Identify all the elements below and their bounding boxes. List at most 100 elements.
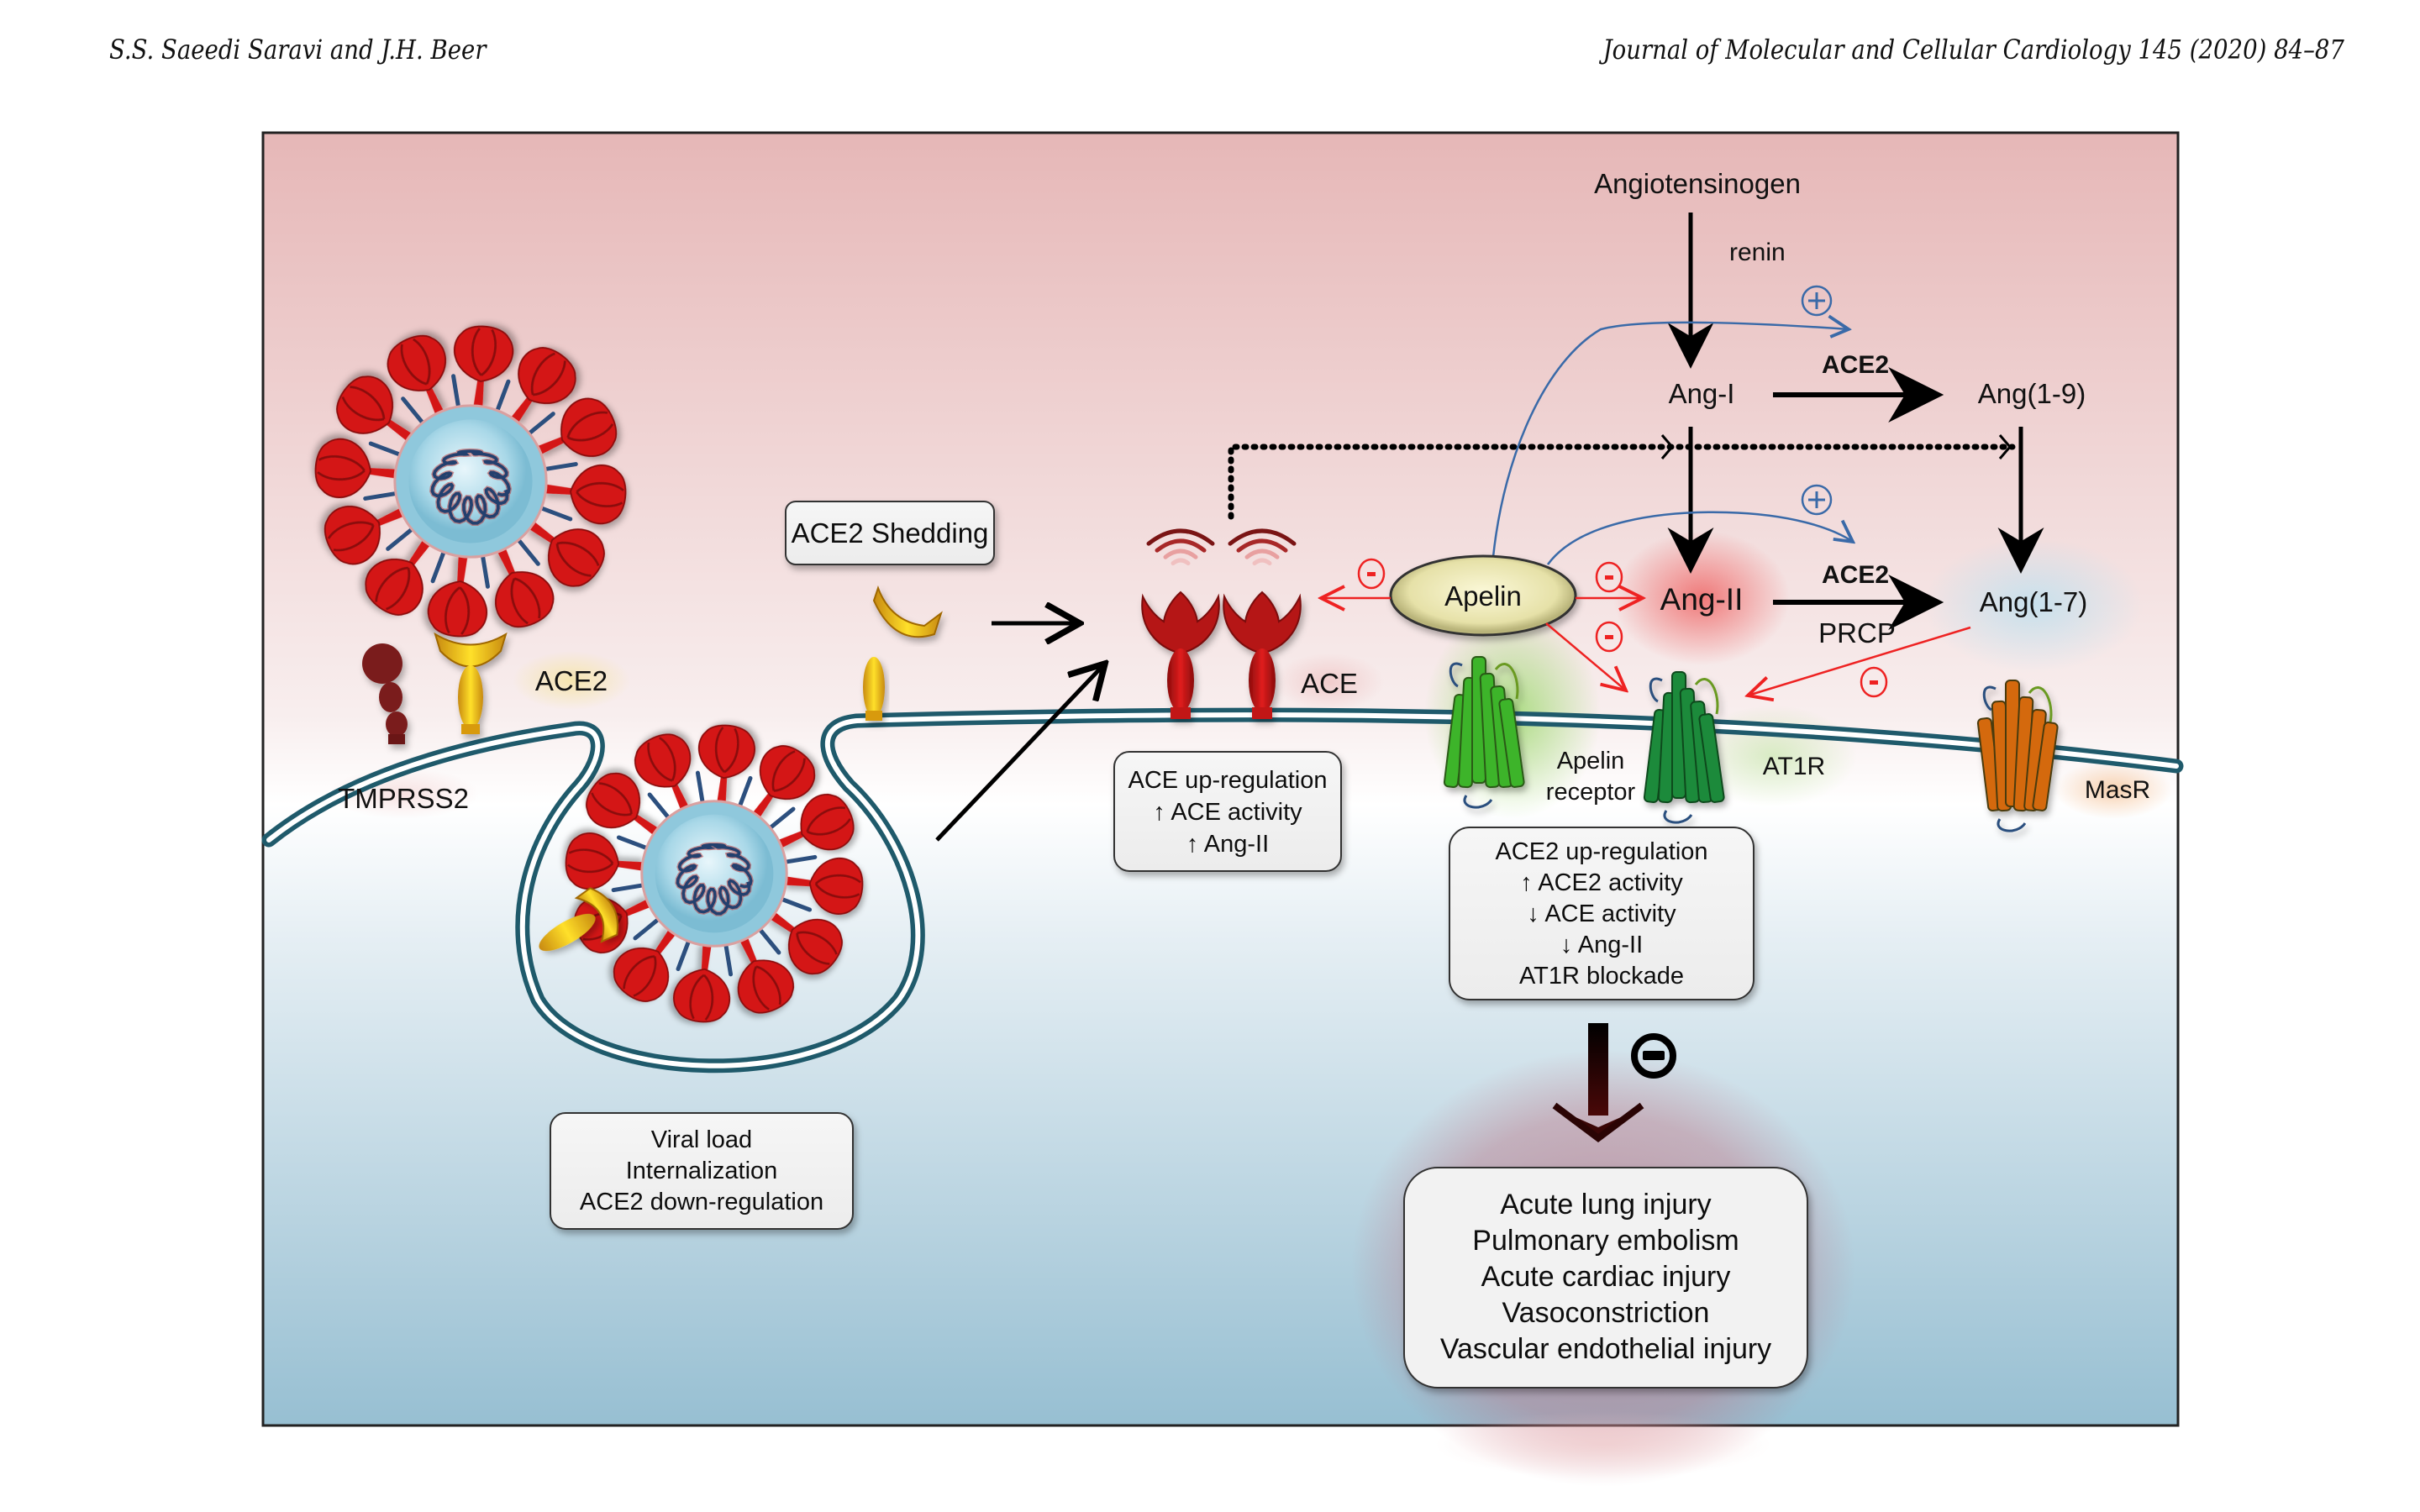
minus-circle-icon (1357, 558, 1386, 590)
clinical-outcomes-box: Acute lung injury Pulmonary embolism Acu… (1403, 1167, 1808, 1389)
angii-glow (1613, 531, 1790, 665)
ace2-up-line-3: ↓ ACE activity (1527, 900, 1676, 927)
ang17-glow (1924, 538, 2143, 672)
spike-protein-icon (613, 927, 677, 1002)
helix (1698, 713, 1725, 803)
ace-up-line-1: ACE up-regulation (1128, 767, 1328, 794)
at1r-receptor-7tm (1643, 671, 1725, 824)
dotted-arrowhead-ang-1-9 (1998, 434, 2012, 459)
membrane-protein-icon (738, 775, 753, 807)
apelin-node (1389, 554, 1577, 637)
membrane-protein-icon (481, 555, 490, 589)
membrane-protein-icon (769, 806, 796, 829)
ace2-up-line-2: ↑ ACE2 activity (1520, 869, 1683, 896)
spike-protein-icon (427, 554, 488, 638)
spike-protein-icon (509, 347, 576, 425)
tmprss2-protein (362, 643, 408, 744)
apelin-receptor-label-line-1: Apelin (1557, 748, 1625, 774)
apelin-label: Apelin (1444, 580, 1522, 612)
rna-genome-icon (430, 449, 511, 525)
masr-receptor-7tm (1976, 680, 2059, 832)
spike-protein-icon (776, 794, 855, 851)
spike-protein-icon (543, 464, 627, 525)
signal-waves-icon (1146, 528, 1215, 566)
membrane-protein-icon (633, 918, 660, 941)
ang-ii-label: Ang-II (1660, 582, 1744, 617)
outcome-line-3: Acute cardiac injury (1481, 1261, 1731, 1293)
c-terminus-loop (1996, 818, 2027, 832)
apelin-receptor-label-line-2: receptor (1546, 779, 1636, 806)
membrane-protein-icon (647, 792, 670, 819)
membrane-protein-icon (781, 897, 813, 912)
membrane-protein-icon (695, 770, 705, 803)
ace2-shedding-label: ACE2 Shedding (792, 517, 989, 549)
apelin-stimulates-ace2-mid-arc (1546, 511, 1853, 565)
renin-label: renin (1729, 239, 1786, 266)
viral-box-line-1: Viral load (651, 1126, 752, 1153)
ang-1-7-inhibits-at1r-arrow (1748, 626, 1971, 696)
ace2-up-line-4: ↓ Ang-II (1560, 932, 1643, 958)
arrow-internalization-to-ace (935, 664, 1105, 842)
apelin-receptor-7tm (1443, 656, 1525, 809)
outcome-line-5: Vascular endothelial injury (1440, 1333, 1771, 1365)
ace2-membrane-label: ACE2 (535, 665, 608, 696)
ace2-receptor-bound (434, 632, 508, 734)
membrane-protein-icon (785, 854, 818, 864)
ace2-enzyme-top-label: ACE2 (1822, 351, 1889, 379)
membrane-protein-icon (368, 441, 401, 456)
ace2-shed-fragment (872, 585, 943, 638)
sars-cov-2-virion-extracellular (314, 325, 627, 638)
ace2-upregulation-box: ACE2 up-regulation ↑ ACE2 activity ↓ ACE… (1449, 827, 1754, 1000)
ace2-stalk-membrane (863, 657, 885, 721)
membrane-protein-icon (544, 462, 578, 471)
running-header-authors: S.S. Saeedi Saravi and J.H. Beer (109, 34, 487, 66)
ace-up-line-2: ↑ ACE activity (1153, 799, 1302, 826)
ace-membrane-label: ACE (1301, 668, 1358, 699)
masr-label: MasR (2085, 776, 2150, 804)
ace-receptor-2 (1223, 591, 1302, 719)
membrane-protein-icon (759, 928, 781, 955)
ace-up-line-3: ↑ Ang-II (1186, 831, 1269, 858)
n-terminus-loop (1449, 662, 1463, 688)
spike-protein-icon (783, 857, 864, 916)
spike-protein-icon (751, 745, 816, 820)
ang-i-label: Ang-I (1669, 378, 1735, 409)
ace2-label-glow (513, 651, 630, 710)
ace-label-glow (1275, 653, 1384, 711)
outcome-line-1: Acute lung injury (1500, 1189, 1711, 1221)
spike-protein-icon (365, 538, 432, 616)
helix (1498, 698, 1525, 788)
masr-label-glow (2054, 760, 2172, 819)
outcome-line-4: Vasoconstriction (1502, 1297, 1710, 1329)
extracellular-loop (1694, 678, 1719, 715)
spike-protein-icon (314, 438, 398, 499)
membrane-protein-icon (430, 551, 445, 584)
c-terminus-loop (1463, 795, 1493, 809)
running-header-journal: Journal of Molecular and Cellular Cardio… (1602, 34, 2344, 66)
apelin-stimulates-ace2-top-arc (1491, 323, 1849, 558)
cell-membrane (261, 707, 2184, 1074)
transmembrane-helices-icon (1443, 656, 1525, 809)
spike-protein-icon (768, 911, 843, 975)
viral-load-box: Viral load Internalization ACE2 down-reg… (550, 1112, 854, 1230)
spike-protein-icon (535, 397, 618, 458)
minus-circle-icon (1860, 666, 1888, 698)
apelin-inhibits-at1r-arrow (1545, 622, 1626, 690)
extracellular-loop (2028, 686, 2053, 723)
ace-receptors (1141, 591, 1302, 719)
at1r-label: AT1R (1763, 753, 1825, 780)
membrane-protein-icon (386, 528, 413, 551)
viral-box-line-2: Internalization (626, 1158, 778, 1184)
spike-protein-icon (494, 546, 555, 628)
minus-icons (1357, 558, 1888, 698)
membrane-protein-icon (616, 835, 648, 850)
spike-protein-icon (527, 520, 605, 587)
dotted-ace-to-angiotensin-pathway (1228, 444, 2016, 520)
viral-box-line-3: ACE2 down-regulation (580, 1189, 823, 1215)
ace2-receptor-internalized (539, 887, 619, 952)
ang-1-9-label: Ang(1-9) (1978, 378, 2086, 409)
n-terminus-loop (1982, 685, 1996, 711)
minus-circle-icon (1595, 561, 1623, 593)
outcome-line-2: Pulmonary embolism (1472, 1225, 1739, 1257)
